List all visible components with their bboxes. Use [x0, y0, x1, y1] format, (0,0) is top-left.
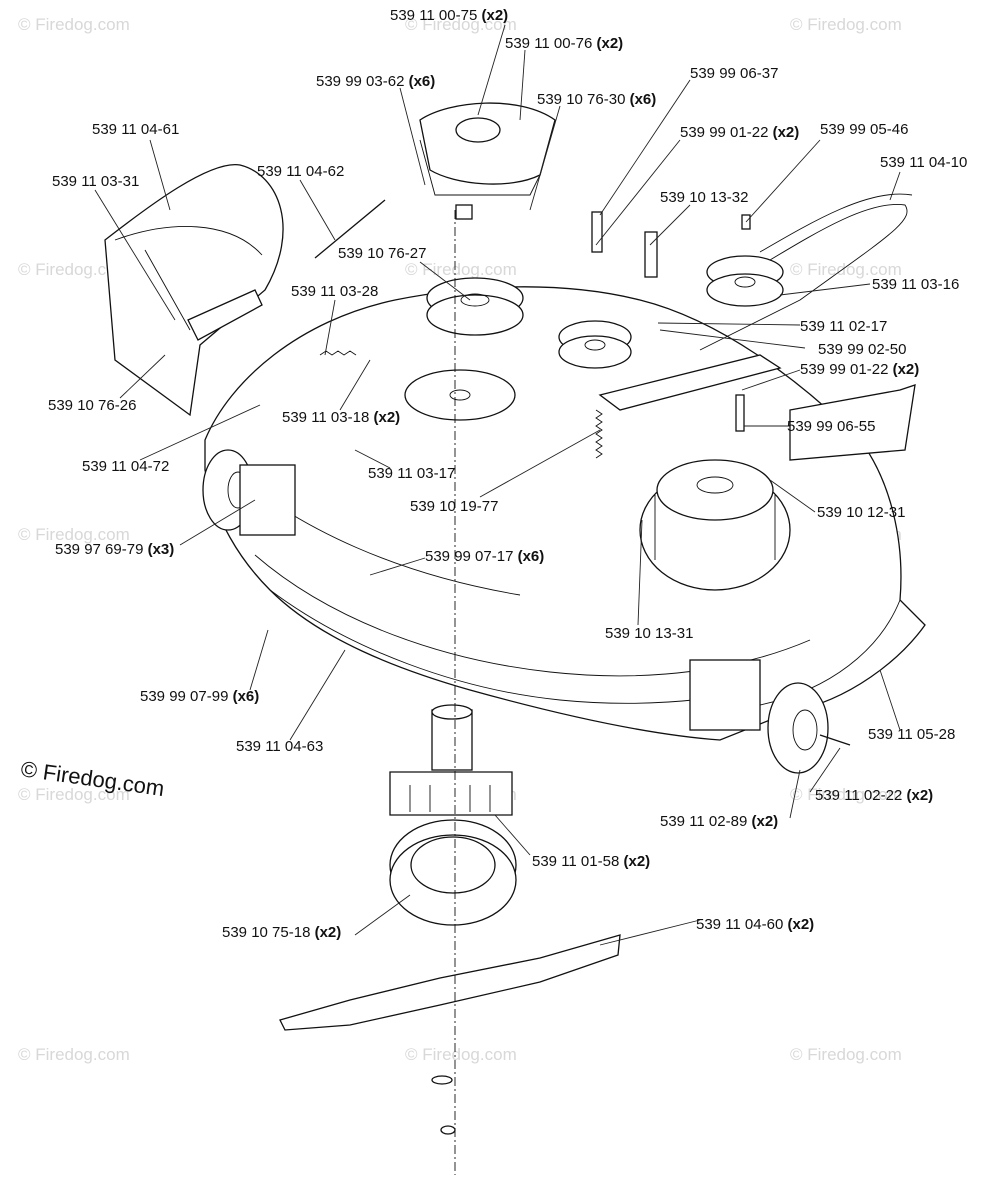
pulley-cover: [419, 102, 556, 196]
rod: [314, 199, 386, 259]
watermark: © Firedog.com: [790, 15, 902, 34]
callout-label: 539 11 03-18 (x2): [282, 409, 400, 426]
callout-label: 539 11 03-17: [368, 465, 455, 482]
watermark: © Firedog.com: [405, 260, 517, 279]
callout-label: 539 99 05-46: [820, 121, 908, 138]
callout-label: 539 11 05-28: [868, 726, 955, 743]
idler-pulley-right: [706, 255, 784, 307]
watermark: © Firedog.com: [790, 1045, 902, 1064]
callout-label: 539 11 04-60 (x2): [696, 916, 814, 933]
callout-label: 539 10 75-18 (x2): [222, 924, 341, 941]
callout-label: 539 99 01-22 (x2): [680, 124, 799, 141]
callout-label: 539 10 76-30 (x6): [537, 91, 656, 108]
leader-lines: [94, 24, 901, 946]
callout-label: 539 11 04-63: [236, 738, 323, 755]
tension-spring: [595, 409, 603, 459]
bearing-ring: [389, 819, 517, 926]
watermark: © Firedog.com: [790, 260, 902, 279]
callout-label: 539 99 06-37: [690, 65, 778, 82]
callout-label: 539 99 02-50: [818, 341, 906, 358]
drive-belt-edge: [759, 193, 913, 253]
callout-label: 539 11 02-22 (x2): [815, 787, 933, 804]
spindle-assembly: [389, 704, 513, 816]
callout-label: 539 11 00-76 (x2): [505, 35, 623, 52]
washer: [431, 1075, 453, 1085]
callout-label: 539 10 76-26: [48, 397, 136, 414]
callout-label: 539 99 03-62 (x6): [316, 73, 435, 90]
watermark: © Firedog.com: [405, 15, 517, 34]
drive-belt: [699, 204, 908, 351]
callout-label: 539 11 04-72: [82, 458, 169, 475]
idler-pulley-left: [558, 320, 632, 369]
callout-label: 539 11 04-62: [257, 163, 344, 180]
callout-label: 539 10 13-32: [660, 189, 748, 206]
pulley-large: [426, 277, 524, 336]
callout-label: 539 99 07-99 (x6): [140, 688, 259, 705]
mower-blade: [279, 934, 621, 1031]
watermark: © Firedog.com: [790, 785, 902, 804]
callout-label: 539 11 01-58 (x2): [532, 853, 650, 870]
watermark: © Firedog.com: [18, 15, 130, 34]
callout-label: 539 11 00-75 (x2): [390, 7, 508, 24]
watermark: © Firedog.com: [18, 1045, 130, 1064]
callout-label: 539 10 12-31: [817, 504, 905, 521]
callout-label: 539 11 02-89 (x2): [660, 813, 778, 830]
callout-label: 539 99 07-17 (x6): [425, 548, 544, 565]
callout-label: 539 10 76-27: [338, 245, 426, 262]
watermark: © Firedog.com: [18, 260, 130, 279]
watermark: © Firedog.com: [18, 525, 130, 544]
spindle-housing-right: [639, 459, 791, 591]
callout-label: 539 97 69-79 (x3): [55, 541, 174, 558]
watermark: © Firedog.com: [18, 785, 130, 804]
nut: [440, 1125, 456, 1135]
callout-label: 539 11 03-31: [52, 173, 139, 190]
callout-label: 539 99 01-22 (x2): [800, 361, 919, 378]
gauge-wheel-right: [689, 659, 851, 774]
callout-label: 539 11 02-17: [800, 318, 887, 335]
watermark: © Firedog.com: [405, 1045, 517, 1064]
callout-label: 539 99 06-55: [787, 418, 875, 435]
callout-label: 539 11 04-61: [92, 121, 179, 138]
bolts: [455, 204, 751, 432]
gauge-wheel-left: [202, 449, 296, 536]
callout-label: 539 10 19-77: [410, 498, 498, 515]
idler-arm: [598, 354, 782, 411]
parts-drawing: [104, 102, 926, 1175]
bracket-plate: [789, 384, 916, 461]
pulley-lower: [404, 369, 516, 421]
callout-label: 539 11 04-10: [880, 154, 967, 171]
callout-label: 539 11 03-16: [872, 276, 959, 293]
callout-label: 539 10 13-31: [605, 625, 693, 642]
callout-labels: 539 11 00-75 (x2) 539 11 00-76 (x2) 539 …: [48, 7, 967, 941]
callout-label: 539 11 03-28: [291, 283, 378, 300]
discharge-chute: [104, 164, 284, 417]
